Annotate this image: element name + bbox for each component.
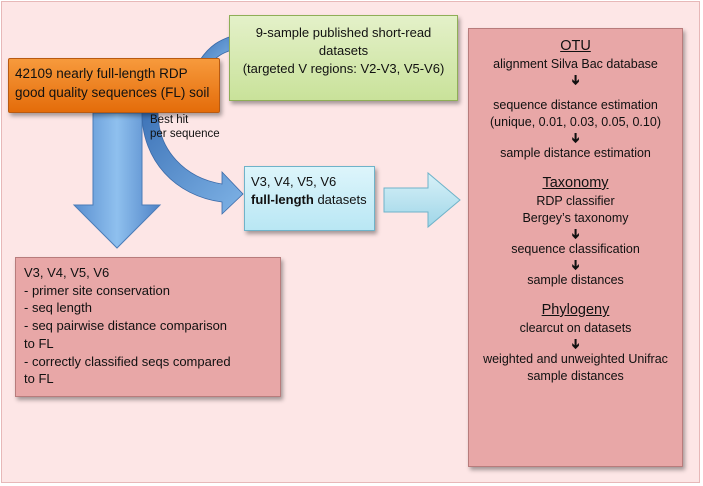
right-arrow-icon bbox=[383, 171, 461, 229]
criteria-item: - seq length bbox=[24, 300, 92, 316]
fl-line-2: good quality sequences (FL) soil bbox=[15, 85, 210, 100]
criteria-item: - primer site conservation bbox=[24, 282, 170, 298]
criteria-item: - seq pairwise distance comparison bbox=[24, 318, 228, 334]
otu-step-sample-distance: sample distance estimation bbox=[500, 146, 651, 160]
otu-heading: OTU bbox=[560, 38, 591, 54]
best-hit-line-1: Best hit bbox=[150, 114, 189, 126]
best-hit-label: Best hit per sequence bbox=[150, 113, 220, 141]
down-arrow-icon bbox=[72, 112, 162, 249]
taxonomy-step-sample-distances: sample distances bbox=[527, 273, 624, 287]
criteria-item: to FL bbox=[24, 335, 54, 351]
curved-arrow-best-hit-icon bbox=[141, 112, 244, 215]
vds-line-1: V3, V4, V5, V6 bbox=[251, 174, 337, 189]
phylogeny-step-sample-distances: sample distances bbox=[527, 369, 624, 383]
vds-line-2: full-length datasets bbox=[251, 191, 368, 209]
comparison-criteria-box: V3, V4, V5, V6 - primer site conservatio… bbox=[15, 257, 281, 397]
vds-bold-text: full-length bbox=[251, 192, 314, 207]
phylogeny-heading: Phylogeny bbox=[541, 302, 610, 318]
vds-rest-text: datasets bbox=[313, 192, 367, 207]
best-hit-line-2: per sequence bbox=[150, 128, 220, 140]
phylogeny-step-unifrac: weighted and unweighted Unifrac bbox=[483, 352, 668, 366]
fl-sequences-box: 42109 nearly full-length RDP good qualit… bbox=[8, 58, 220, 113]
analysis-box: OTU alignment Silva Bac database ➔ seque… bbox=[468, 28, 683, 467]
v-region-datasets-box: V3, V4, V5, V6 full-length datasets bbox=[244, 166, 375, 231]
short-line-2: datasets bbox=[318, 43, 369, 58]
otu-step-seq-distance: sequence distance estimation bbox=[493, 98, 658, 112]
short-line-1: 9-sample published short-read bbox=[255, 25, 432, 40]
short-read-datasets-box: 9-sample published short-read datasets (… bbox=[229, 15, 458, 101]
criteria-item: - correctly classified seqs compared bbox=[24, 353, 231, 369]
taxonomy-bergey: Bergey’s taxonomy bbox=[522, 211, 629, 225]
phylogeny-step-clearcut: clearcut on datasets bbox=[519, 321, 632, 335]
otu-step-thresholds: (unique, 0.01, 0.03, 0.05, 0.10) bbox=[490, 115, 661, 129]
taxonomy-heading: Taxonomy bbox=[542, 175, 609, 191]
criteria-item: to FL bbox=[24, 371, 54, 387]
criteria-item: V3, V4, V5, V6 bbox=[24, 265, 110, 280]
fl-line-1: 42109 nearly full-length RDP bbox=[15, 66, 188, 81]
short-line-3: (targeted V regions: V2-V3, V5-V6) bbox=[242, 61, 445, 76]
taxonomy-step-classification: sequence classification bbox=[511, 242, 640, 256]
otu-step-alignment: alignment Silva Bac database bbox=[493, 57, 658, 71]
taxonomy-classifier: RDP classifier bbox=[536, 194, 615, 208]
down-arrow-glyph-icon: ➔ bbox=[568, 338, 584, 350]
